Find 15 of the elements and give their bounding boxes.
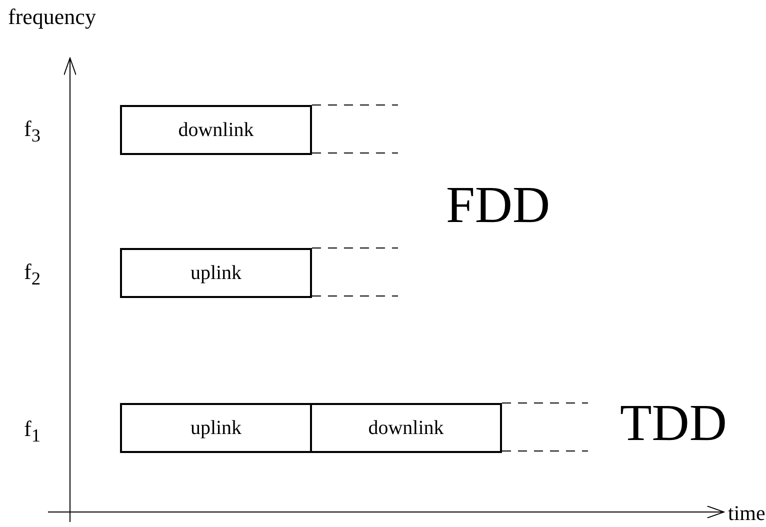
- band-box: [120, 105, 312, 155]
- scheme-label: TDD: [620, 398, 727, 450]
- axis-title: frequency: [8, 6, 96, 28]
- frequency-label: f$_{1}$: [24, 418, 40, 445]
- band-box: [120, 403, 312, 453]
- band-label: downlink: [368, 416, 444, 440]
- band-label: downlink: [178, 118, 254, 142]
- band-box: [310, 403, 502, 453]
- band-label: uplink: [190, 262, 242, 284]
- axis-title: time: [728, 503, 766, 524]
- band-box: [120, 248, 312, 298]
- scheme-label: FDD: [446, 180, 550, 232]
- band-label: uplink: [190, 416, 242, 440]
- frequency-label: f$_{2}$: [24, 261, 40, 288]
- frequency-label: f$_{3}$: [24, 118, 40, 145]
